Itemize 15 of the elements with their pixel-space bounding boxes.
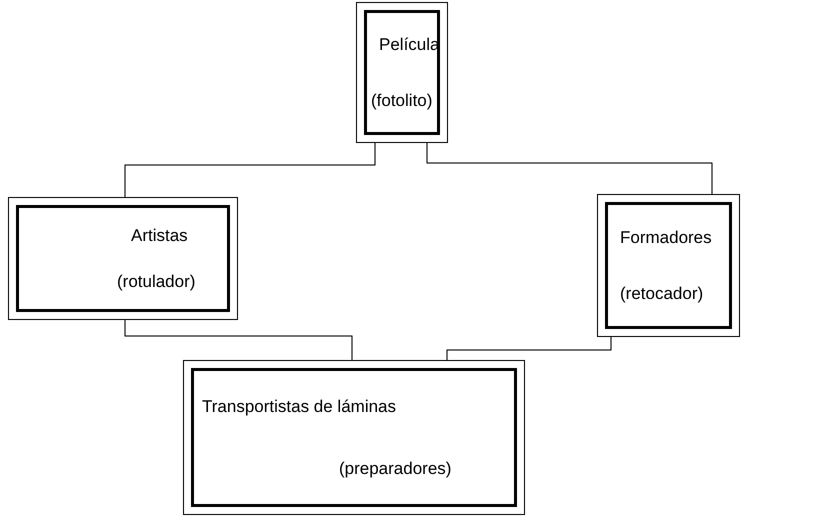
double-border-box: [183, 360, 525, 515]
connector-line: [426, 142, 712, 194]
connector-line: [124, 142, 376, 198]
double-border-box: [8, 197, 238, 320]
connector-line: [446, 336, 612, 360]
connector-line: [124, 320, 352, 360]
box-text: Artistas: [130, 224, 189, 246]
box-text: (retocador): [619, 283, 704, 304]
box-text: (rotulador): [116, 271, 196, 292]
double-border-box: [356, 2, 448, 143]
box-text: (fotolito): [370, 90, 434, 111]
box-text: (preparadores): [338, 458, 452, 480]
box-text: Transportistas de láminas: [201, 396, 398, 417]
box-text: Formadores: [619, 226, 713, 248]
double-border-box: [597, 194, 740, 337]
